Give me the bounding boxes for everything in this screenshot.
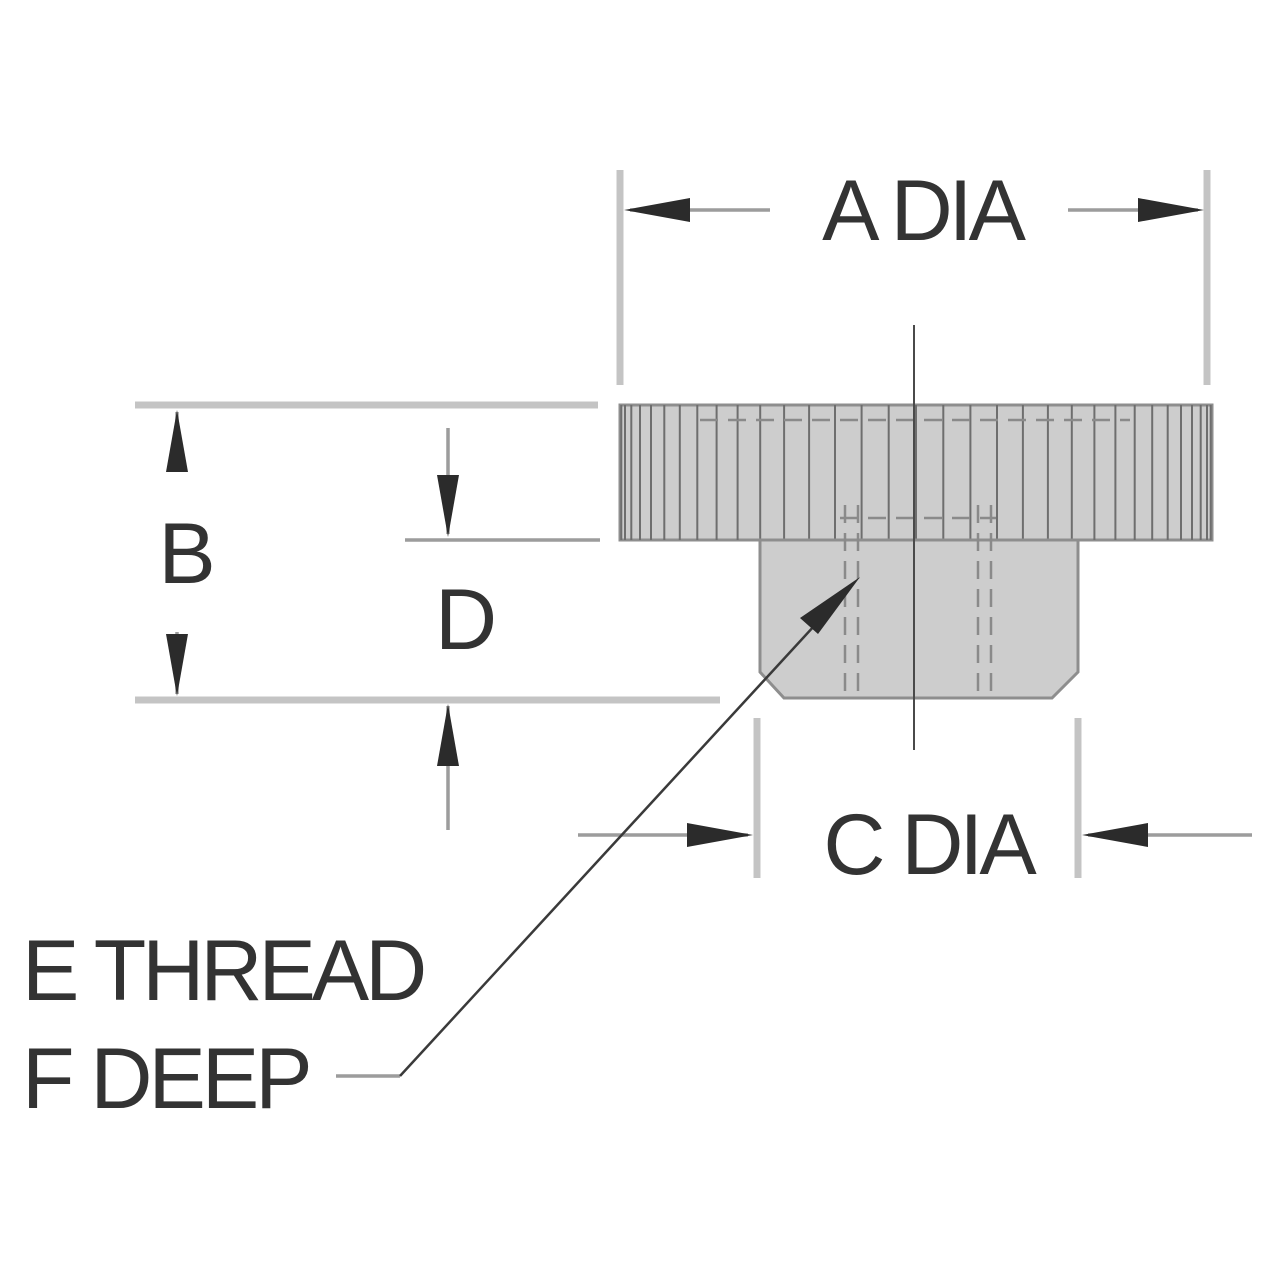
- dimension-b: [135, 401, 720, 704]
- dimension-a: [616, 170, 1211, 385]
- label-f-deep: F DEEP: [22, 1031, 309, 1127]
- dimension-c: [578, 718, 1252, 878]
- arrowhead-down: [437, 475, 459, 537]
- thread-leader: [336, 577, 860, 1078]
- label-a-dia: A DIA: [822, 163, 1027, 259]
- arrowhead-right: [687, 823, 753, 847]
- label-e-thread: E THREAD: [22, 923, 423, 1019]
- dimension-d: [405, 428, 600, 830]
- hidden-thread-lines: [700, 418, 1130, 698]
- label-c-dia: C DIA: [823, 797, 1037, 893]
- arrowhead-left: [624, 198, 690, 222]
- arrowhead-up: [437, 704, 459, 766]
- arrowhead-down: [166, 634, 188, 696]
- arrowhead-up: [166, 410, 188, 472]
- shank: [758, 538, 1080, 700]
- label-b: B: [158, 506, 211, 602]
- leader-arrowhead: [800, 577, 860, 634]
- arrowhead-right: [1138, 198, 1204, 222]
- arrowhead-left: [1082, 823, 1148, 847]
- knurl-texture: [620, 405, 1212, 540]
- label-d: D: [435, 572, 493, 668]
- knurled-head: [618, 403, 1214, 542]
